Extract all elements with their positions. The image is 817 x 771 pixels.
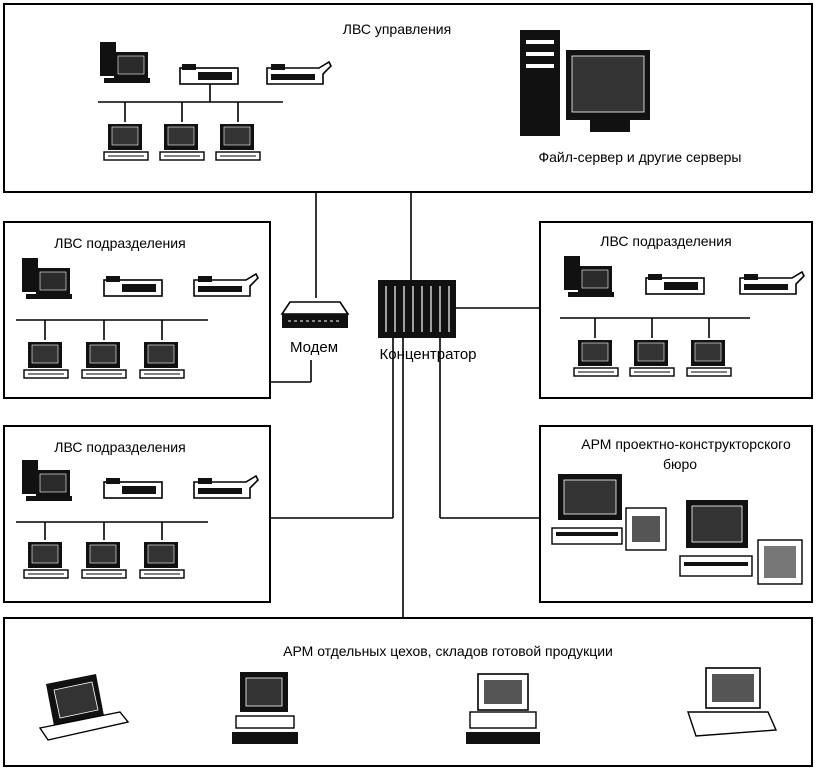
workshops-panel: АРМ отдельных цехов, складов готовой про… [3, 617, 813, 767]
tower-server-icon [520, 30, 650, 136]
workstation-icon [139, 341, 185, 379]
modem-icon [280, 301, 350, 328]
workstation-icon [573, 339, 619, 377]
lan-management-panel: ЛВС управления Файл-сервер и другие серв… [3, 3, 813, 193]
lan-division-panel-2: ЛВС подразделения [539, 221, 813, 399]
connections [270, 192, 540, 618]
workstation-icon [81, 541, 127, 579]
lan-division-label: ЛВС подразделения [54, 439, 185, 455]
workstation-icon [686, 339, 732, 377]
plotter-icon [625, 507, 667, 551]
desktop-computer-icon [687, 667, 778, 737]
workstation-icon [215, 123, 261, 161]
hub-label: Концентратор [379, 346, 476, 363]
desktop-computer-icon [466, 673, 540, 744]
desktop-computer-icon [232, 672, 298, 744]
workstation-icon [139, 541, 185, 579]
lan-division-panel-1: ЛВС подразделения [3, 221, 271, 399]
workstation-icon [103, 123, 149, 161]
desktop-computer-icon [38, 674, 130, 741]
cad-workstation-icon [679, 500, 753, 577]
cad-workstation-icon [551, 474, 623, 545]
design-bureau-label-line2: бюро [663, 456, 697, 472]
file-server-label: Файл-сервер и другие серверы [539, 149, 742, 165]
scanner-icon [757, 539, 803, 585]
design-bureau-label-line1: АРМ проектно-конструкторского [581, 436, 791, 452]
design-bureau-panel: АРМ проектно-конструкторского бюро [539, 425, 813, 603]
workstation-icon [81, 341, 127, 379]
workshops-label: АРМ отдельных цехов, складов готовой про… [283, 643, 613, 659]
workstation-icon [23, 341, 69, 379]
workstation-icon [23, 541, 69, 579]
lan-division-label: ЛВС подразделения [600, 233, 731, 249]
network-hub-icon [378, 280, 456, 338]
modem-label: Модем [290, 339, 338, 356]
workstation-icon [159, 123, 205, 161]
lan-division-panel-3: ЛВС подразделения [3, 425, 271, 603]
lan-division-label: ЛВС подразделения [54, 235, 185, 251]
lan-management-label: ЛВС управления [343, 21, 451, 37]
workstation-icon [629, 339, 675, 377]
